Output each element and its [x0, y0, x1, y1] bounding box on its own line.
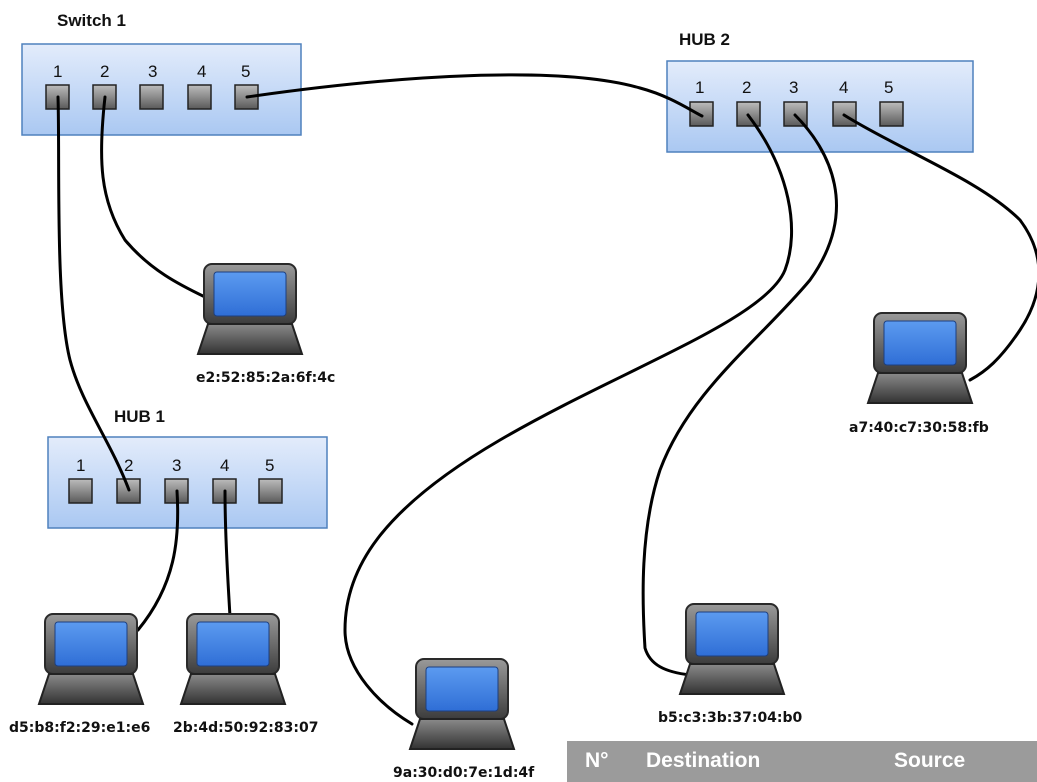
laptop-d5-icon [38, 613, 144, 705]
hub-2: HUB 2 1 2 3 4 5 [666, 30, 974, 153]
hub-2-port-3-label: 3 [789, 78, 798, 97]
cable-switch1-p5-hub2-p1 [245, 73, 704, 118]
cable-hub1-p4-laptop-2b [223, 489, 232, 619]
laptop-9a-icon [409, 658, 515, 750]
header-source: Source [894, 749, 966, 772]
hub-2-port-5 [879, 101, 904, 127]
laptop-2b: 2b:4d:50:92:83:07 [173, 613, 318, 736]
laptop-e2: e2:52:85:2a:6f:4c [196, 263, 335, 386]
laptop-e2-icon [197, 263, 303, 355]
hub-1-port-4-label: 4 [220, 456, 229, 475]
hub-2-port-4-label: 4 [839, 78, 848, 97]
hub-2-port-2-label: 2 [742, 78, 751, 97]
switch-1-port-5-label: 5 [241, 62, 250, 81]
switch-1-port-4 [187, 84, 212, 110]
switch-1: Switch 1 1 2 3 4 5 [21, 11, 302, 136]
hub-2-box [666, 60, 974, 153]
switch-1-port-1-label: 1 [53, 62, 62, 81]
cable-hub2-p2-laptop-9a [343, 113, 794, 726]
hub-1-port-1 [68, 478, 93, 504]
switch-1-port-4-label: 4 [197, 62, 206, 81]
cable-hub1-p3-laptop-d5 [136, 489, 180, 632]
mac-label-b5: b5:c3:3b:37:04:b0 [658, 710, 803, 726]
hub-2-title: HUB 2 [679, 30, 730, 49]
hub-1-port-5 [258, 478, 283, 504]
cable-switch1-p1-hub1-p2 [56, 95, 131, 492]
hub-2-port-1 [689, 101, 714, 127]
header-destination: Destination [646, 749, 761, 772]
laptop-9a: 9a:30:d0:7e:1d:4f [393, 658, 535, 781]
cable-switch1-p2-laptop-e2 [100, 95, 207, 299]
mac-label-9a: 9a:30:d0:7e:1d:4f [393, 765, 535, 781]
hub-1-port-2-label: 2 [124, 456, 133, 475]
mac-label-e2: e2:52:85:2a:6f:4c [196, 370, 335, 386]
laptop-a7-icon [867, 312, 973, 404]
hub-1-port-1-label: 1 [76, 456, 85, 475]
hub-2-port-1-label: 1 [695, 78, 704, 97]
laptop-b5: b5:c3:3b:37:04:b0 [658, 603, 803, 726]
switch-1-title: Switch 1 [57, 11, 126, 30]
mac-label-2b: 2b:4d:50:92:83:07 [173, 720, 318, 736]
switch-1-port-2-label: 2 [100, 62, 109, 81]
laptop-2b-icon [180, 613, 286, 705]
header-number: N° [585, 749, 609, 772]
hub-2-port-5-label: 5 [884, 78, 893, 97]
hub-1: HUB 1 1 2 3 4 5 [47, 407, 328, 529]
switch-1-port-3 [139, 84, 164, 110]
hub-1-port-3-label: 3 [172, 456, 181, 475]
switch-1-port-3-label: 3 [148, 62, 157, 81]
hub-1-title: HUB 1 [114, 407, 165, 426]
cable-hub2-p4-laptop-a7 [842, 113, 1037, 382]
hub-1-port-5-label: 5 [265, 456, 274, 475]
mac-label-d5: d5:b8:f2:29:e1:e6 [9, 720, 150, 736]
frame-table-header: N° Destination Source [567, 741, 1037, 782]
cable-hub2-p3-laptop-b5 [641, 113, 838, 677]
laptop-a7: a7:40:c7:30:58:fb [849, 312, 989, 436]
laptop-d5: d5:b8:f2:29:e1:e6 [9, 613, 150, 736]
mac-label-a7: a7:40:c7:30:58:fb [849, 420, 989, 436]
laptop-b5-icon [679, 603, 785, 695]
